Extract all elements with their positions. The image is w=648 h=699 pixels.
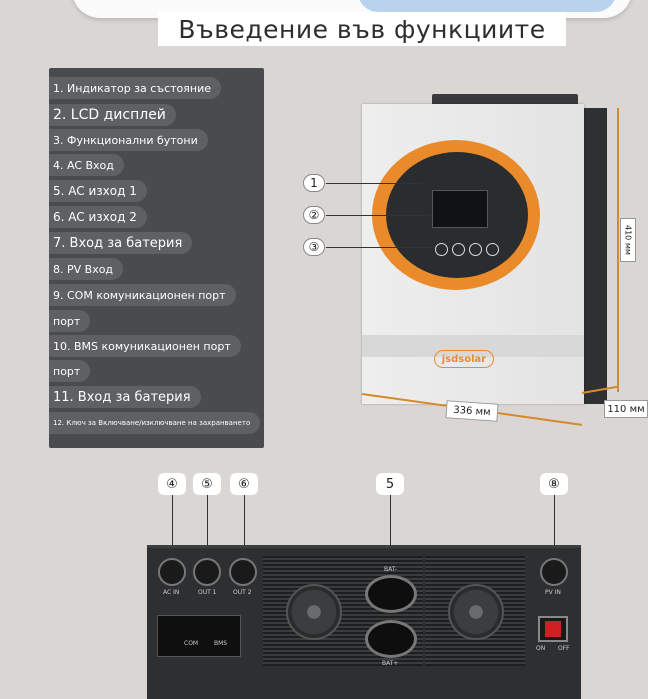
callout-line [390, 495, 391, 555]
port-label: OUT 1 [198, 589, 217, 596]
port-label: BAT- [384, 566, 398, 573]
callout-line [326, 183, 422, 184]
callout-line [172, 495, 173, 555]
function-button [486, 243, 499, 256]
port-label: BMS [214, 640, 228, 647]
feature-item: 2. LCD дисплей [49, 104, 176, 126]
callout-line [207, 495, 208, 555]
ac-in-port [158, 558, 186, 586]
callout-line [326, 215, 430, 216]
callout-out2: ⑥ [230, 473, 258, 495]
cooling-fan-icon [286, 584, 342, 640]
port-label: OUT 2 [233, 589, 252, 596]
feature-item: 7. Вход за батерия [49, 232, 193, 254]
feature-item: 8. PV Вход [49, 258, 124, 280]
port-label: OFF [558, 645, 570, 652]
function-button [469, 243, 482, 256]
feature-item: порт [49, 360, 91, 382]
pv-in-port [540, 558, 568, 586]
feature-item: 10. BMS комуникационен порт [49, 335, 241, 357]
width-dim-label: 336 мм [445, 400, 499, 422]
battery-negative-port [365, 575, 417, 613]
header-pill [358, 0, 616, 12]
callout-out1: ⑤ [193, 473, 221, 495]
feature-item: 11. Вход за батерия [49, 386, 201, 408]
port-label: PV IN [545, 589, 561, 596]
page-title-box: Въведение във функциите [158, 12, 566, 46]
function-button [435, 243, 448, 256]
battery-positive-port [365, 620, 417, 658]
feature-list-panel: 1. Индикатор за състояние 2. LCD дисплей… [49, 68, 264, 448]
callout-battery: 5 [376, 473, 404, 495]
port-label: ON [536, 645, 546, 652]
brand-logo: jsdsolar [434, 350, 494, 368]
callout-ac-in: ④ [158, 473, 186, 495]
feature-item: 12. Ключ за Включване/изключване на захр… [49, 412, 261, 434]
callout-lcd: ② [303, 206, 325, 224]
port-label: COM [184, 640, 199, 647]
feature-item: 4. AC Вход [49, 154, 124, 176]
out1-port [193, 558, 221, 586]
function-button [452, 243, 465, 256]
feature-item: 9. COM комуникационен порт [49, 284, 236, 306]
feature-item: 6. AC изход 2 [49, 206, 147, 228]
feature-item: 1. Индикатор за състояние [49, 77, 221, 99]
callout-buttons: ③ [303, 238, 325, 256]
power-switch-toggle [545, 621, 561, 637]
callout-indicator: 1 [303, 174, 325, 192]
depth-dim-label: 110 мм [604, 400, 648, 418]
callout-pv-in: ⑧ [540, 473, 568, 495]
com-bms-port-box [157, 615, 241, 657]
callout-line [326, 247, 434, 248]
page-title: Въведение във функциите [178, 14, 546, 44]
lcd-screen [432, 190, 488, 228]
height-dim-label: 410 мм [620, 218, 636, 262]
port-label: BAT+ [382, 660, 399, 667]
inverter-lip [362, 335, 584, 357]
height-dim-line [617, 108, 619, 392]
out2-port [229, 558, 257, 586]
port-label: AC IN [163, 589, 180, 596]
callout-line [554, 495, 555, 555]
feature-item: 5. AC изход 1 [49, 180, 147, 202]
cooling-fan-icon [448, 584, 504, 640]
feature-item: порт [49, 310, 91, 332]
callout-line [244, 495, 245, 555]
feature-item: 3. Функционални бутони [49, 129, 208, 151]
